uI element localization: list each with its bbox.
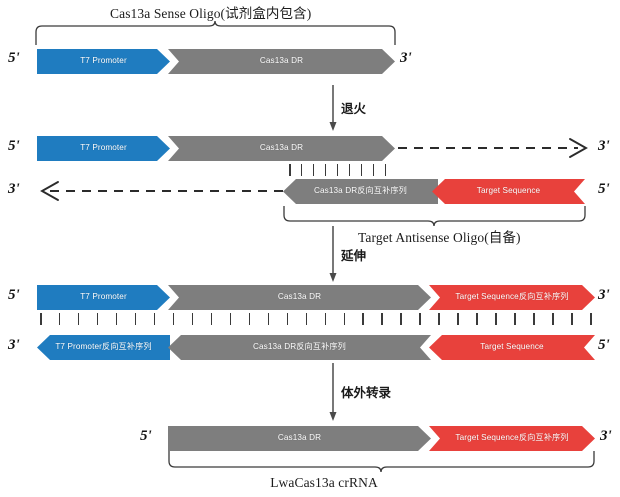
stage3-top-right-end: 3'	[598, 287, 610, 303]
base-pair-tick	[590, 313, 592, 325]
base-pair-tick	[312, 164, 315, 176]
base-pair-tick	[172, 313, 175, 325]
stage2-top-left-end: 5'	[8, 138, 20, 154]
stage3-bottom-segment-target-sequence: Target Sequence	[429, 335, 595, 360]
label-target-antisense-oligo: Target Antisense Oligo(自备)	[358, 230, 521, 245]
base-pair-tick	[153, 313, 156, 325]
stage1-segment-t7-promoter: T7 Promoter	[37, 49, 170, 74]
base-pair-tick	[267, 313, 270, 325]
base-pair-tick	[384, 164, 386, 176]
stage2-bottom-left-end: 3'	[8, 181, 20, 197]
stage4-segment-cas13a-dr: Cas13a DR	[168, 426, 431, 451]
brace-lwacas13a-crrna	[168, 451, 595, 473]
stage4-right-end: 3'	[600, 428, 612, 444]
base-pair-tick	[514, 313, 516, 325]
base-pair-tick	[372, 164, 375, 176]
base-pair-tick	[324, 313, 327, 325]
stage3-bottom-right-end: 5'	[598, 337, 610, 353]
base-pair-tick	[96, 313, 99, 325]
stage3-top-left-end: 5'	[8, 287, 20, 303]
stage2-base-pair-ticks	[289, 164, 386, 176]
stage1-right-end: 3'	[400, 50, 412, 66]
base-pair-tick	[360, 164, 363, 176]
base-pair-tick	[40, 313, 42, 325]
base-pair-tick	[362, 313, 364, 325]
base-pair-tick	[571, 313, 573, 325]
base-pair-tick	[115, 313, 118, 325]
base-pair-tick	[476, 313, 478, 325]
base-pair-tick	[58, 313, 61, 325]
title-sense-oligo: Cas13a Sense Oligo(试剂盒内包含)	[110, 6, 312, 21]
stage3-top-segment-t7-promoter: T7 Promoter	[37, 285, 170, 310]
stage2-top-segment-cas13a-dr: Cas13a DR	[168, 136, 395, 161]
base-pair-tick	[343, 313, 345, 325]
label-lwacas13a-crrna: LwaCas13a crRNA	[270, 475, 378, 490]
brace-sense-oligo	[35, 20, 396, 45]
base-pair-tick	[400, 313, 402, 325]
stage4-segment-target-sequence-rc: Target Sequence反向互补序列	[429, 426, 595, 451]
base-pair-tick	[533, 313, 535, 325]
base-pair-tick	[381, 313, 383, 325]
stage3-top-segment-target-sequence-rc: Target Sequence反向互补序列	[429, 285, 595, 310]
stage3-bottom-segment-t7-promoter-rc: T7 Promoter反向互补序列	[37, 335, 170, 360]
base-pair-tick	[552, 313, 554, 325]
step-label-anneal: 退火	[341, 101, 367, 116]
base-pair-tick	[229, 313, 232, 325]
base-pair-tick	[210, 313, 213, 325]
stage1-left-end: 5'	[8, 50, 20, 66]
base-pair-tick	[77, 313, 80, 325]
stage3-bottom-segment-cas13a-dr-rc: Cas13a DR反向互补序列	[168, 335, 431, 360]
base-pair-tick	[286, 313, 289, 325]
stage1-segment-cas13a-dr: Cas13a DR	[168, 49, 395, 74]
stage4-left-end: 5'	[140, 428, 152, 444]
base-pair-tick	[457, 313, 459, 325]
stage3-base-pair-ticks	[40, 313, 592, 325]
step-label-ivt: 体外转录	[341, 385, 392, 400]
base-pair-tick	[495, 313, 497, 325]
stage2-bottom-right-end: 5'	[598, 181, 610, 197]
stage3-top-segment-cas13a-dr: Cas13a DR	[168, 285, 431, 310]
base-pair-tick	[419, 313, 421, 325]
stage2-bottom-segment-cas13a-dr-rc: Cas13a DR反向互补序列	[283, 179, 438, 204]
base-pair-tick	[289, 164, 291, 176]
stage2-top-segment-t7-promoter: T7 Promoter	[37, 136, 170, 161]
base-pair-tick	[348, 164, 351, 176]
stage3-bottom-left-end: 3'	[8, 337, 20, 353]
base-pair-tick	[300, 164, 303, 176]
base-pair-tick	[336, 164, 339, 176]
step-label-extension: 延伸	[341, 248, 367, 263]
base-pair-tick	[324, 164, 327, 176]
base-pair-tick	[134, 313, 137, 325]
base-pair-tick	[438, 313, 440, 325]
base-pair-tick	[248, 313, 251, 325]
brace-target-antisense-oligo	[283, 206, 586, 227]
base-pair-tick	[191, 313, 194, 325]
base-pair-tick	[305, 313, 308, 325]
stage2-bottom-segment-target-sequence: Target Sequence	[432, 179, 585, 204]
stage2-top-right-end: 3'	[598, 138, 610, 154]
